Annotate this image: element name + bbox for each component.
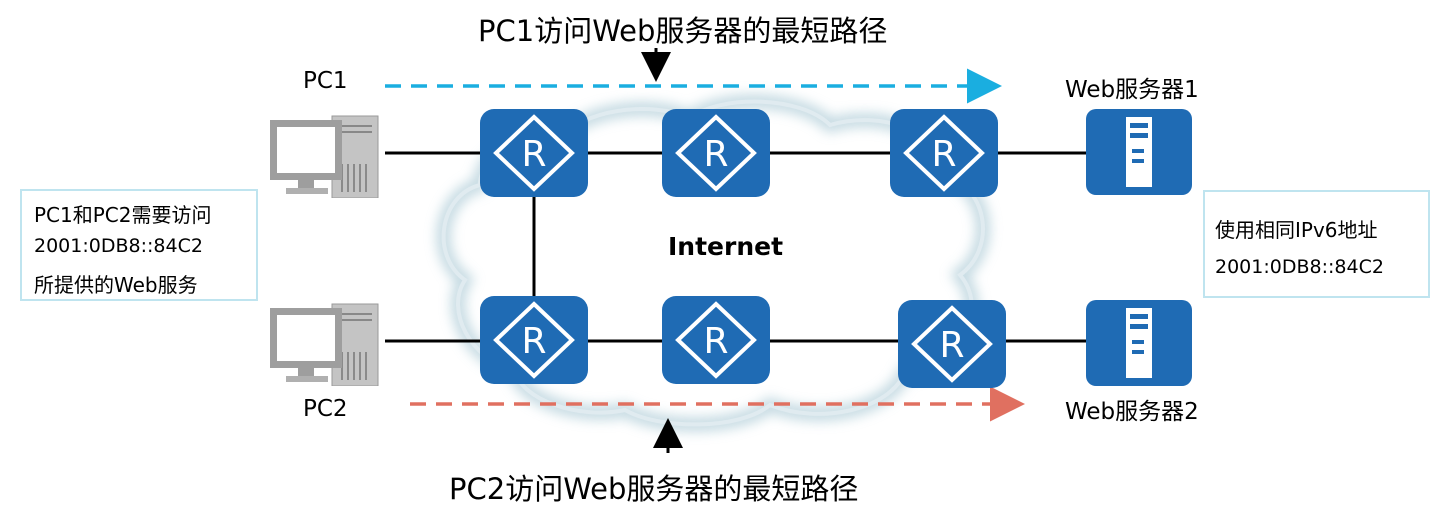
server2-label: Web服务器2: [1065, 399, 1199, 425]
router-1-icon[interactable]: R: [480, 109, 588, 197]
pc1-label: PC1: [303, 68, 348, 94]
top-caption: PC1访问Web服务器的最短路径: [478, 14, 888, 48]
router-2-icon[interactable]: R: [662, 109, 770, 197]
router-4-glyph: R: [521, 321, 546, 362]
router-3-icon[interactable]: R: [890, 109, 998, 197]
router-3-glyph: R: [931, 134, 956, 175]
router-4-icon[interactable]: R: [480, 296, 588, 384]
left-note-line-3: 所提供的Web服务: [34, 273, 198, 297]
internet-cloud: [436, 94, 990, 432]
internet-label: Internet: [668, 232, 784, 261]
right-note-line-2: 2001:0DB8::84C2: [1215, 256, 1384, 278]
server1-label: Web服务器1: [1065, 77, 1199, 103]
router-5-glyph: R: [703, 321, 728, 362]
right-note-box: 使用相同IPv6地址 2001:0DB8::84C2: [1203, 190, 1430, 298]
router-5-icon[interactable]: R: [662, 296, 770, 384]
left-note-line-1: PC1和PC2需要访问: [34, 203, 212, 227]
router-6-glyph: R: [939, 325, 964, 366]
pc2-computer-icon[interactable]: [270, 298, 386, 386]
web-server-1-icon[interactable]: [1086, 109, 1192, 195]
pc2-label: PC2: [303, 396, 348, 422]
router-6-icon[interactable]: R: [898, 300, 1006, 388]
router-1-glyph: R: [521, 134, 546, 175]
left-note-line-2: 2001:0DB8::84C2: [34, 235, 203, 257]
left-note-box: PC1和PC2需要访问 2001:0DB8::84C2 所提供的Web服务: [20, 189, 258, 301]
router-2-glyph: R: [703, 134, 728, 175]
right-note-line-1: 使用相同IPv6地址: [1215, 218, 1378, 242]
bottom-caption: PC2访问Web服务器的最短路径: [449, 472, 859, 506]
web-server-2-icon[interactable]: [1086, 300, 1192, 386]
links: [385, 151, 1086, 343]
pc1-computer-icon[interactable]: [270, 110, 386, 198]
